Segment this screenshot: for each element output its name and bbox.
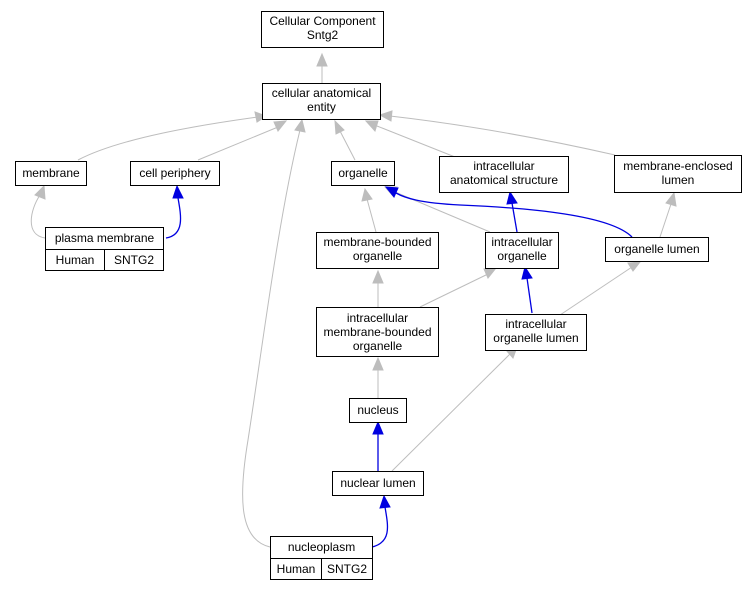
edge-nucleus-to-imbo [372,356,384,398]
node-organelle-lumen[interactable]: organelle lumen [605,237,709,262]
edge-organelle-to-entity [334,119,356,161]
edge-nuclear-lumen-to-intracellular-organelle-lumen [391,346,518,472]
edge-nucleoplasm-part-of-nuclear-lumen [371,494,391,548]
node-membrane-enclosed-lumen[interactable]: membrane-enclosed lumen [614,155,742,193]
node-cellular-component-root[interactable]: Cellular Component Sntg2 [261,11,384,48]
node-label: nucleoplasm [288,540,355,554]
node-label-line: intracellular [473,159,534,173]
species-label: Human [56,253,95,267]
node-intracellular-membrane-bounded-organelle[interactable]: intracellular membrane-bounded organelle [316,307,439,357]
node-label-line: cellular anatomical [272,86,371,100]
node-cellular-anatomical-entity[interactable]: cellular anatomical entity [262,83,381,120]
edge-membrane-bounded-organelle-to-organelle [361,187,377,233]
node-label-line: membrane-bounded [323,235,431,249]
node-label-line: organelle lumen [493,331,578,345]
node-label-line: membrane-enclosed [623,159,732,173]
node-label: membrane [22,166,80,180]
edge-plasma-membrane-to-membrane [30,184,46,239]
edge-imbo-to-intracellular-organelle [419,267,498,308]
edge-cell-periphery-to-entity [197,120,288,161]
edge-nucleoplasm-to-entity [242,118,306,548]
node-label-line: Cellular Component [269,14,376,28]
node-nucleoplasm[interactable]: nucleoplasm Human SNTG2 [270,536,373,580]
gene-label: SNTG2 [327,562,367,576]
edge-intracellular-organelle-to-organelle [383,186,491,233]
node-label: nucleus [357,403,398,417]
edge-nuclear-lumen-part-of-nucleus [372,420,384,471]
edge-intracellular-structure-to-entity [364,120,456,158]
node-nucleus[interactable]: nucleus [349,398,407,423]
edge-imbo-to-membrane-bounded-organelle [372,269,384,307]
node-intracellular-organelle[interactable]: intracellular organelle [485,232,559,269]
node-label-line: intracellular [505,317,566,331]
node-label-line: entity [307,100,336,114]
edge-organelle-lumen-part-of-organelle [384,186,633,238]
edge-membrane-enclosed-lumen-to-entity [378,110,616,156]
gene-cell [321,558,373,580]
node-label-line: organelle [353,339,403,353]
edge-entity-to-root [316,52,328,83]
node-intracellular-anatomical-structure[interactable]: intracellular anatomical structure [439,156,569,193]
node-label-line: organelle [353,249,403,263]
node-label: organelle [338,166,388,180]
node-label-line: intracellular [491,235,552,249]
node-label: plasma membrane [55,231,155,245]
node-label-line: membrane-bounded [323,325,431,339]
node-membrane-bounded-organelle[interactable]: membrane-bounded organelle [316,232,439,269]
edge-organelle-lumen-to-membrane-enclosed-lumen [659,191,677,238]
node-label: cell periphery [139,166,210,180]
node-plasma-membrane[interactable]: plasma membrane Human SNTG2 [45,227,164,271]
edge-intracellular-organelle-lumen-part-of-intracellular-organelle [521,265,533,314]
gene-label: SNTG2 [114,253,154,267]
edge-plasma-membrane-part-of-cell-periphery [165,184,184,239]
node-label-line: lumen [662,173,695,187]
node-organelle[interactable]: organelle [331,161,395,186]
edge-intracellular-organelle-part-of-intracellular-structure [506,190,518,233]
node-label-line: intracellular [347,311,408,325]
edge-membrane-to-entity [77,111,268,161]
node-label-line: organelle [497,249,547,263]
gene-cell [104,249,164,271]
node-label: nuclear lumen [340,476,415,490]
node-membrane[interactable]: membrane [15,161,87,186]
node-intracellular-organelle-lumen[interactable]: intracellular organelle lumen [485,314,587,351]
species-label: Human [277,562,316,576]
node-cell-periphery[interactable]: cell periphery [130,161,220,186]
node-label-line: anatomical structure [450,173,558,187]
node-nuclear-lumen[interactable]: nuclear lumen [332,471,424,496]
node-label: organelle lumen [614,242,699,256]
node-label-line: Sntg2 [307,28,339,42]
edge-intracellular-organelle-lumen-to-organelle-lumen [559,261,642,316]
